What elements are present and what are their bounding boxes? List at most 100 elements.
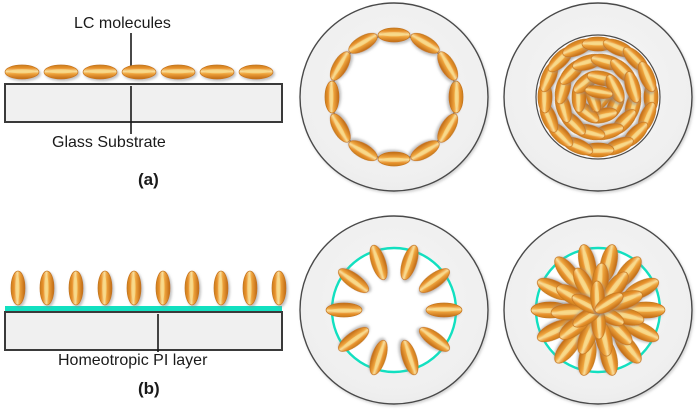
lc-molecule-r0-0	[425, 302, 463, 318]
molecule-highlight	[382, 157, 406, 162]
panel-b-graphics	[4, 270, 287, 352]
molecule-highlight	[15, 275, 20, 301]
molecule-highlight	[575, 298, 597, 311]
molecule-highlight	[73, 275, 78, 301]
panel-b-molecule-6	[184, 270, 200, 306]
lc-molecule-r0-8	[348, 32, 378, 54]
lc-molecule-r0-8	[400, 244, 419, 281]
molecule-highlight	[610, 78, 621, 99]
homeotropic-empty-droplet	[299, 215, 489, 405]
molecule-highlight	[243, 69, 269, 74]
molecule-highlight	[374, 345, 384, 371]
molecule-highlight	[160, 275, 165, 301]
panel-a-molecule-1	[43, 64, 79, 80]
lc-molecule-r0-15	[637, 61, 657, 93]
molecule-highlight	[415, 36, 436, 49]
panel-a-caption: (a)	[138, 170, 159, 189]
lc-molecule-r0-6	[338, 268, 370, 293]
molecule-highlight	[415, 145, 436, 158]
molecule-highlight	[442, 118, 455, 139]
molecule-highlight	[352, 145, 373, 158]
molecule-highlight	[189, 275, 194, 301]
molecule-highlight	[430, 307, 458, 312]
molecule-highlight	[606, 275, 624, 298]
molecule-highlight	[558, 261, 577, 284]
planar-empty-droplet	[299, 2, 489, 192]
panel-b-molecule-5	[155, 270, 171, 306]
lc-molecule-r1-11	[624, 71, 642, 103]
lc-molecule-r0-3	[377, 151, 411, 167]
molecule-highlight	[628, 323, 655, 337]
homeotropic-pi-layer-strip	[5, 306, 282, 311]
molecule-highlight	[87, 69, 113, 74]
molecule-highlight	[642, 65, 653, 88]
lc-molecule-r0-6	[536, 319, 573, 343]
glass-substrate-label: Glass Substrate	[52, 134, 166, 151]
droplet-inner-circle	[331, 34, 457, 160]
lc-molecule-r0-5	[325, 302, 363, 318]
lc-molecule-r2-5	[594, 292, 624, 314]
molecule-highlight	[577, 310, 598, 324]
panel-b-molecule-9	[271, 270, 287, 306]
molecule-highlight	[582, 324, 594, 350]
lc-molecule-r0-3	[369, 339, 388, 376]
lc-molecule-r0-4	[348, 140, 378, 162]
molecule-highlight	[454, 85, 459, 109]
molecule-highlight	[404, 249, 414, 275]
molecule-highlight	[342, 273, 365, 290]
lc-molecule-r0-4	[338, 327, 370, 352]
molecule-highlight	[165, 69, 191, 74]
panel-b-molecule-8	[242, 270, 258, 306]
molecule-highlight	[629, 75, 638, 99]
molecule-highlight	[126, 69, 152, 74]
lc-molecule-r3-2	[584, 85, 614, 99]
molecule-highlight	[343, 331, 365, 348]
molecule-highlight	[423, 330, 446, 347]
molecule-highlight	[330, 308, 358, 313]
panel-a-molecule-2	[82, 64, 118, 80]
panel-a-molecule-4	[160, 64, 196, 80]
glass-substrate-rect-b	[4, 311, 283, 351]
lc-molecules-label: LC molecules	[74, 15, 171, 32]
molecule-highlight	[542, 324, 568, 338]
panel-a-graphics	[4, 33, 283, 134]
panel-a-molecule-6	[238, 64, 274, 80]
molecule-highlight	[204, 69, 230, 74]
lc-molecule-r0-0	[448, 80, 464, 114]
panel-b-molecule-3	[97, 270, 113, 306]
molecule-highlight	[333, 118, 346, 139]
panel-a-molecule-3	[121, 64, 157, 80]
molecule-highlight	[613, 312, 640, 320]
droplets-layer	[299, 2, 693, 405]
molecule-highlight	[442, 55, 455, 76]
lc-molecule-r0-7	[329, 51, 351, 81]
molecule-highlight	[48, 69, 74, 74]
molecule-highlight	[559, 336, 578, 360]
molecule-highlight	[405, 344, 415, 371]
molecule-highlight	[373, 249, 383, 276]
homeotropic-pi-layer-label: Homeotropic PI layer	[58, 352, 208, 369]
molecule-highlight	[555, 309, 583, 315]
panel-b-molecule-0	[10, 270, 26, 306]
panel-b-molecule-2	[68, 270, 84, 306]
lc-molecule-r0-6	[324, 80, 340, 114]
glass-substrate-rect	[4, 83, 283, 123]
homeotropic-filled-droplet	[503, 215, 693, 405]
lc-molecule-r0-2	[410, 140, 440, 162]
panel-b-molecule-4	[126, 270, 142, 306]
lc-molecule-r0-2	[400, 339, 419, 376]
molecule-highlight	[352, 36, 373, 49]
lc-molecule-r0-11	[437, 51, 459, 81]
molecule-highlight	[329, 85, 334, 109]
molecule-highlight	[276, 275, 281, 301]
molecule-highlight	[44, 275, 49, 301]
panel-b-molecule-7	[213, 270, 229, 306]
molecule-highlight	[333, 55, 346, 76]
molecule-highlight	[631, 306, 661, 312]
molecule-highlight	[382, 32, 406, 37]
molecule-highlight	[582, 249, 591, 278]
molecule-highlight	[577, 272, 591, 297]
molecule-highlight	[588, 88, 610, 95]
